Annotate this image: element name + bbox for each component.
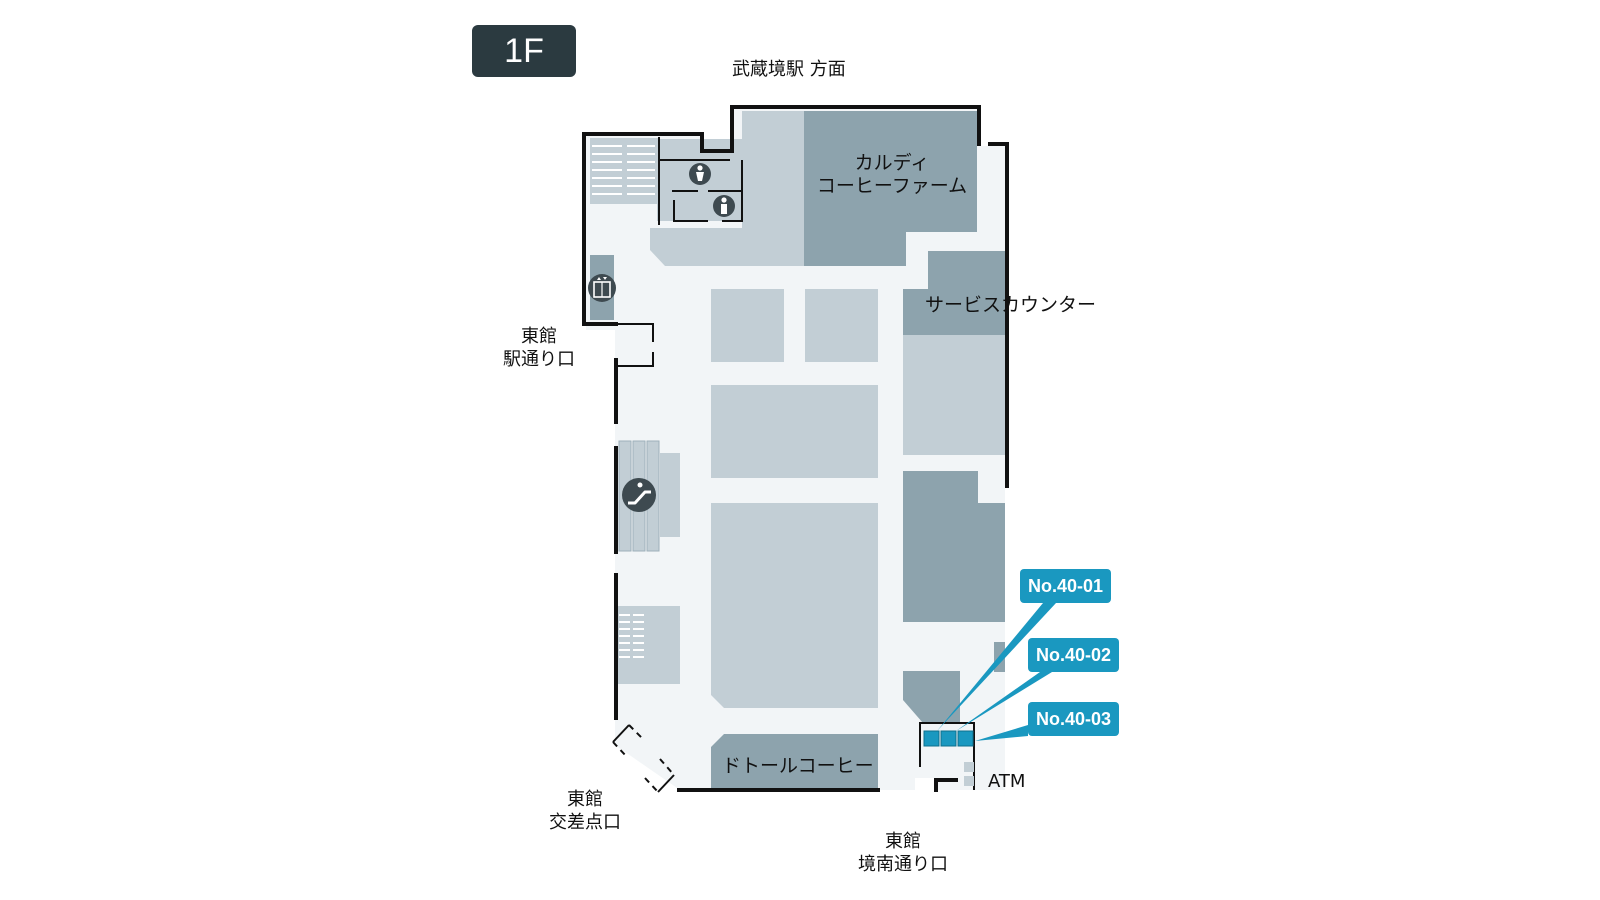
shop-kaldi-label[interactable]: カルディ コーヒーファーム bbox=[804, 152, 980, 198]
entrance-south-street[interactable]: 東館 境南通り口 bbox=[850, 830, 956, 876]
entrance-label-line: 東館 bbox=[567, 789, 603, 810]
shop-block bbox=[805, 289, 878, 362]
stair-steps bbox=[619, 614, 644, 658]
marker-tag-40-02[interactable]: No.40-02 bbox=[1028, 638, 1120, 672]
entrance-label-line: 東館 bbox=[521, 326, 557, 347]
atm-booth bbox=[919, 722, 975, 790]
shop-block bbox=[711, 289, 784, 362]
shop-block bbox=[711, 385, 878, 478]
locker-40-03[interactable] bbox=[957, 730, 974, 747]
leader-40-02 bbox=[956, 672, 1052, 731]
atm-label[interactable]: ATM bbox=[988, 771, 1026, 792]
shop-block bbox=[711, 503, 878, 708]
leader-40-01 bbox=[937, 603, 1056, 731]
locker-units bbox=[923, 730, 974, 747]
leader-40-03 bbox=[975, 725, 1028, 741]
escalator-icon bbox=[622, 478, 656, 512]
shop-block-dark bbox=[903, 671, 960, 723]
locker-40-02[interactable] bbox=[940, 730, 957, 747]
walls bbox=[582, 105, 1009, 792]
entrance-label-line: 交差点口 bbox=[549, 812, 621, 833]
shop-block-light bbox=[903, 335, 1005, 455]
restroom-icon bbox=[689, 163, 711, 185]
shop-label-line: カルディ bbox=[854, 152, 930, 174]
escalator-side bbox=[660, 453, 680, 537]
shop-service-counter-label[interactable]: サービスカウンター bbox=[925, 294, 1097, 316]
shop-block-light bbox=[650, 111, 804, 266]
shop-doutor bbox=[711, 734, 878, 790]
entrance-label-line: 境南通り口 bbox=[858, 854, 948, 875]
floor-badge: 1F bbox=[472, 25, 576, 77]
restroom-icon bbox=[713, 195, 735, 217]
shop-service-counter bbox=[928, 251, 1005, 335]
entrance-label-line: 駅通り口 bbox=[503, 349, 575, 370]
shop-kaldi bbox=[804, 111, 977, 266]
entrance-intersection[interactable]: 東館 交差点口 bbox=[545, 788, 625, 834]
locker-40-01[interactable] bbox=[923, 730, 940, 747]
shop-doutor-label[interactable]: ドトールコーヒー bbox=[722, 755, 874, 777]
stair-steps bbox=[592, 145, 655, 195]
station-direction-label: 武蔵境駅 方面 bbox=[732, 59, 846, 80]
intersection-entrance-door bbox=[612, 724, 675, 793]
entrance-label-line: 東館 bbox=[885, 831, 921, 852]
shop-label-line: コーヒーファーム bbox=[816, 175, 968, 197]
floor-label: 1F bbox=[504, 31, 544, 70]
shop-block-dark bbox=[903, 471, 1005, 622]
elevator-icon bbox=[588, 274, 616, 302]
interior-walls bbox=[616, 137, 743, 367]
entrance-station-street[interactable]: 東館 駅通り口 bbox=[500, 325, 578, 371]
staircase bbox=[615, 606, 680, 684]
marker-leaders bbox=[937, 603, 1056, 741]
shop-block-light bbox=[903, 289, 930, 335]
marker-tag-40-03[interactable]: No.40-03 bbox=[1028, 702, 1120, 736]
marker-tag-40-01[interactable]: No.40-01 bbox=[1020, 569, 1112, 603]
